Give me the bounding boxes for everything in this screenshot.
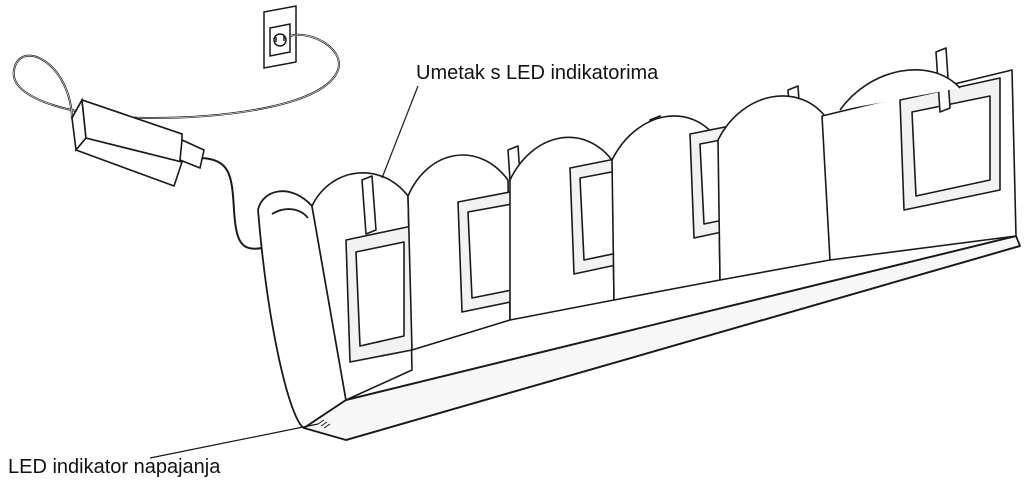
callout-led-insert: Umetak s LED indikatorima xyxy=(416,62,659,84)
cradle-base xyxy=(257,190,1021,441)
cradle-slot-2 xyxy=(407,145,523,351)
leader-line-power xyxy=(149,423,319,459)
dc-cable xyxy=(201,157,263,250)
leader-line-insert xyxy=(381,85,419,179)
power-supply xyxy=(70,97,205,188)
cradle-slot-5 xyxy=(717,47,1017,281)
wall-outlet xyxy=(263,5,297,69)
callout-power-led: LED indikator napajanja xyxy=(8,456,221,478)
